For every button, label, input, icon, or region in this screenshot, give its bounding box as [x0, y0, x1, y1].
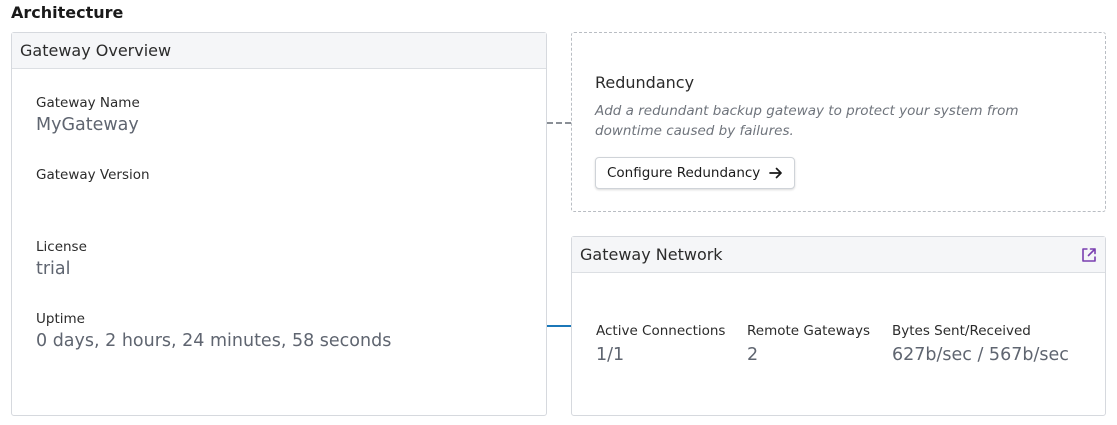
redundancy-title: Redundancy — [595, 73, 695, 92]
bytes-sent-received-label: Bytes Sent/Received — [892, 323, 1031, 339]
remote-gateways-label: Remote Gateways — [747, 323, 871, 339]
bytes-sent-received-stat: Bytes Sent/Received 627b/sec / 567b/sec — [892, 323, 1069, 365]
configure-redundancy-button[interactable]: Configure Redundancy — [595, 157, 796, 189]
uptime-field: Uptime 0 days, 2 hours, 24 minutes, 58 s… — [36, 311, 391, 351]
arrow-right-icon — [769, 167, 783, 179]
remote-gateways-stat: Remote Gateways 2 — [747, 323, 870, 365]
gateway-version-field: Gateway Version — [36, 167, 150, 187]
gateway-version-label: Gateway Version — [36, 167, 150, 183]
gateway-network-header: Gateway Network — [572, 237, 1105, 273]
active-connections-label: Active Connections — [596, 323, 726, 339]
license-label: License — [36, 239, 87, 255]
active-connections-stat: Active Connections 1/1 — [596, 323, 725, 365]
gateway-name-value: MyGateway — [36, 115, 139, 135]
active-connections-value: 1/1 — [596, 345, 625, 365]
configure-redundancy-label: Configure Redundancy — [607, 165, 761, 181]
redundancy-panel: Redundancy Add a redundant backup gatewa… — [571, 32, 1106, 212]
uptime-label: Uptime — [36, 311, 85, 327]
gateway-network-title: Gateway Network — [580, 245, 723, 264]
license-field: License trial — [36, 239, 87, 279]
gateway-name-field: Gateway Name MyGateway — [36, 95, 140, 135]
redundancy-connector — [547, 122, 571, 124]
gateway-name-label: Gateway Name — [36, 95, 140, 111]
section-title: Architecture — [11, 3, 124, 22]
redundancy-description: Add a redundant backup gateway to protec… — [595, 103, 1019, 139]
gateway-overview-header: Gateway Overview — [12, 33, 546, 69]
gateway-overview-title: Gateway Overview — [20, 41, 172, 60]
network-connector — [547, 325, 571, 327]
gateway-network-card: Gateway Network Active Connections 1/1 R… — [571, 236, 1106, 416]
remote-gateways-value: 2 — [747, 345, 759, 365]
external-link-icon[interactable] — [1081, 247, 1097, 263]
bytes-sent-received-value: 627b/sec / 567b/sec — [892, 345, 1069, 365]
license-value: trial — [36, 259, 71, 279]
gateway-overview-card: Gateway Overview Gateway Name MyGateway … — [11, 32, 547, 416]
uptime-value: 0 days, 2 hours, 24 minutes, 58 seconds — [36, 331, 392, 351]
